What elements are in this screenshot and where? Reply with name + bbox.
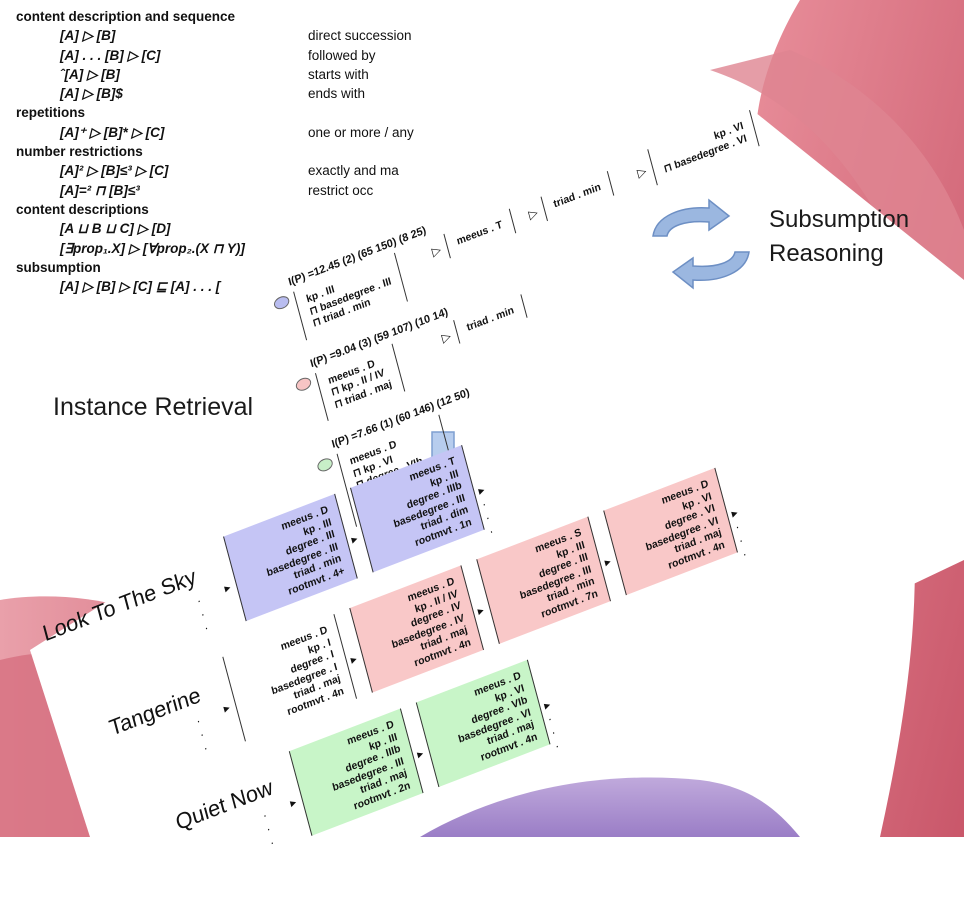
legend-formula: [A]⁺ ▷ [B]* ▷ [C]	[60, 124, 165, 140]
legend-row: [A ⊔ B ⊔ C] ▷ [D]	[16, 219, 235, 238]
legend-heading: subsumption	[16, 259, 101, 275]
legend-row: [A]² ▷ [B]≤³ ▷ [C] exactly and ma	[16, 161, 399, 180]
legend-row: [A]=² ⊓ [B]≤³ restrict occ	[16, 181, 373, 200]
legend-heading: number restrictions	[16, 144, 143, 160]
cycle-arrows-icon	[652, 198, 750, 290]
legend-formula: [A ⊔ B ⊔ C] ▷ [D]	[60, 221, 171, 237]
legend-description: followed by	[308, 47, 376, 63]
legend-description: restrict occ	[308, 182, 374, 198]
legend-formula: [A]² ▷ [B]≤³ ▷ [C]	[60, 163, 169, 179]
legend-row: ˆ[A] ▷ [B] starts with	[16, 65, 369, 84]
legend-description: ends with	[308, 86, 366, 102]
legend-description: starts with	[308, 66, 369, 82]
legend-formula: ˆ[A] ▷ [B]	[60, 66, 120, 82]
legend-row: [∃prop₁.X] ▷ [∀prop₂.(X ⊓ Y)]	[16, 239, 245, 258]
legend-description: one or more / any	[308, 124, 414, 140]
legend-description: direct succession	[308, 28, 412, 44]
legend-row: [A] ▷ [B] ▷ [C] ⊑ [A] . . . [	[16, 277, 235, 296]
legend-row: [A]⁺ ▷ [B]* ▷ [C] one or more / any	[16, 123, 414, 142]
legend-row: [A] ▷ [B] direct succession	[16, 26, 412, 45]
legend-row: [A] ▷ [B]$ ends with	[16, 84, 365, 103]
syntax-legend: content description and sequence [A] ▷ [B…	[16, 7, 414, 296]
legend-heading: repetitions	[16, 105, 86, 121]
legend-description: exactly and ma	[308, 163, 399, 179]
legend-row: [A] . . . [B] ▷ [C] followed by	[16, 46, 376, 65]
legend-formula: [A] ▷ [B]$	[60, 86, 123, 102]
legend-heading: content descriptions	[16, 201, 149, 217]
legend-formula: [∃prop₁.X] ▷ [∀prop₂.(X ⊓ Y)]	[60, 240, 245, 256]
subsumption-label: Subsumption Reasoning	[769, 206, 910, 267]
legend-heading: content description and sequence	[16, 9, 236, 24]
legend-formula: [A] ▷ [B] ▷ [C] ⊑ [A] . . . [	[60, 279, 221, 295]
legend-formula: [A]=² ⊓ [B]≤³	[60, 182, 140, 198]
instance-retrieval-label: Instance Retrieval	[53, 393, 254, 421]
legend-formula: [A] . . . [B] ▷ [C]	[60, 47, 161, 63]
legend-formula: [A] ▷ [B]	[60, 28, 116, 44]
